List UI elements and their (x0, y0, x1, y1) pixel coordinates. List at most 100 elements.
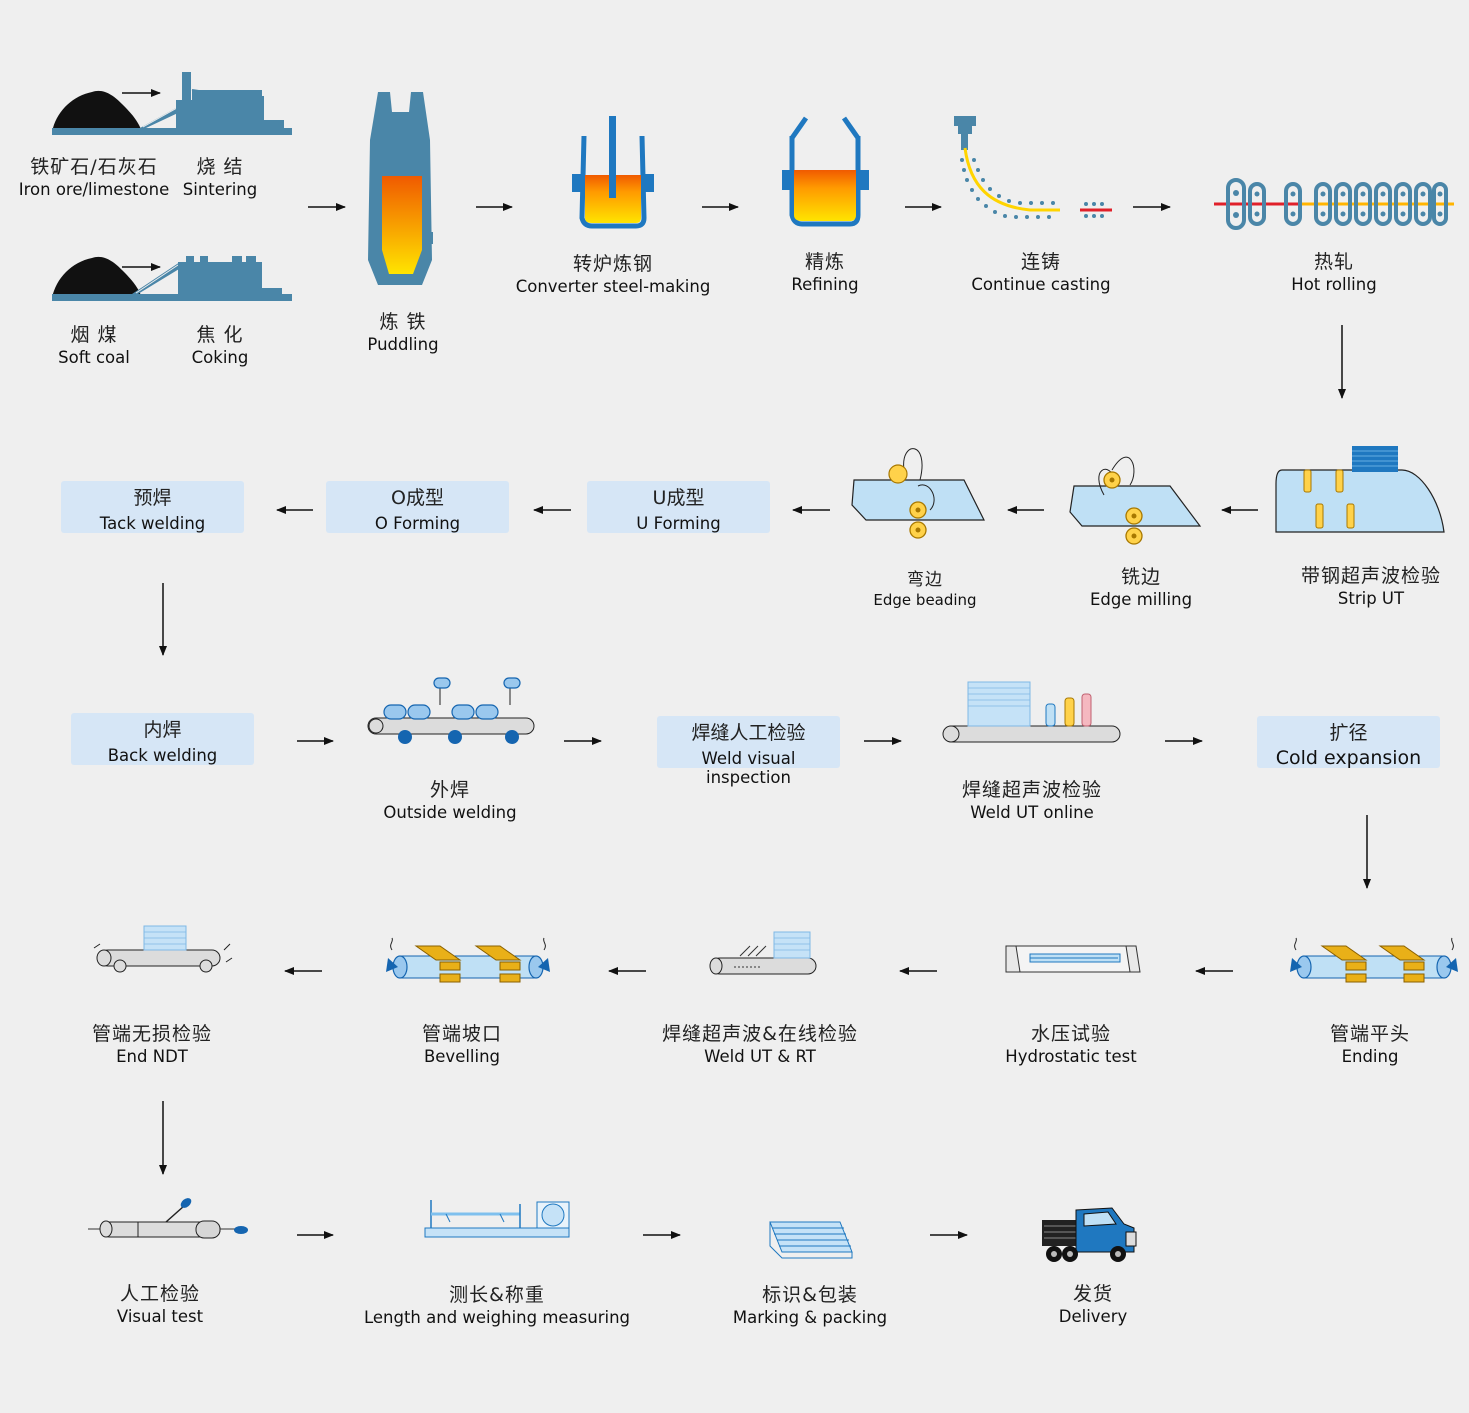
label-en: Visual test (116, 1306, 204, 1326)
label-en: Bevelling (423, 1046, 501, 1066)
label-en: Hydrostatic test (1005, 1046, 1137, 1066)
label-zh: 烧 结 (196, 156, 244, 178)
label-en: U Forming (636, 514, 721, 533)
label-hydrostatic: 水压试验 Hydrostatic test (996, 1023, 1146, 1067)
label-zh: 焊缝人工检验 (691, 722, 806, 744)
box-back-welding: 内焊 Back welding (71, 713, 254, 765)
label-edge-milling: 铣边 Edge milling (1081, 566, 1201, 610)
coal-pile-icon (52, 256, 161, 298)
rolling-mill-icon (1214, 178, 1454, 230)
scale-icon (424, 1200, 570, 1238)
label-en: Weld UT online (970, 802, 1094, 822)
label-en: Delivery (1058, 1306, 1128, 1326)
label-en: Soft coal (58, 347, 130, 367)
label-delivery: 发货 Delivery (1033, 1283, 1153, 1327)
box-u-forming: U成型 U Forming (587, 481, 770, 533)
label-en: Ending (1341, 1046, 1399, 1066)
label-en: Refining (791, 274, 859, 294)
hydro-test-icon (1005, 945, 1141, 973)
label-puddling: 炼 铁 Puddling (343, 311, 463, 355)
label-en: Converter steel-making (515, 276, 711, 296)
blast-furnace-icon (368, 92, 433, 285)
ore-pile-icon (52, 89, 161, 132)
label-zh: 管端无损检验 (91, 1023, 212, 1045)
label-en: Continue casting (971, 274, 1111, 294)
label-zh: O成型 (391, 487, 444, 509)
label-hot-rolling: 热轧 Hot rolling (1274, 251, 1394, 295)
label-zh: 转炉炼钢 (572, 253, 653, 275)
label-en: Hot rolling (1291, 274, 1377, 294)
converter-icon (572, 116, 654, 229)
label-en: Edge milling (1089, 589, 1193, 609)
sinter-plant-icon (52, 72, 292, 135)
label-refining: 精炼 Refining (765, 251, 885, 295)
label-ending: 管端平头 Ending (1310, 1023, 1430, 1067)
label-zh: 预焊 (133, 487, 172, 509)
outside-weld-icon (367, 677, 535, 744)
label-zh: 标识&包装 (762, 1284, 858, 1306)
edge-mill-icon (1069, 456, 1202, 545)
label-zh: U成型 (652, 487, 705, 509)
bevel-icon (386, 937, 550, 983)
label-zh: 发货 (1072, 1283, 1113, 1305)
label-zh: 扩径 (1329, 722, 1368, 744)
label-en: Tack welding (99, 514, 206, 533)
truck-icon (1042, 1207, 1137, 1262)
strip-ut-icon (1275, 446, 1445, 533)
label-en: Length and weighing measuring (363, 1307, 631, 1327)
box-o-forming: O成型 O Forming (326, 481, 509, 533)
coke-plant-icon (52, 256, 292, 301)
caster-icon (954, 116, 1112, 219)
label-en: Sintering (182, 179, 258, 199)
pipe-bundle-icon (769, 1221, 853, 1259)
label-zh: 管端坡口 (421, 1023, 502, 1045)
label-weld-ut-online: 焊缝超声波检验 Weld UT online (946, 779, 1118, 823)
edge-bead-icon (851, 448, 985, 539)
label-zh: 炼 铁 (379, 311, 427, 333)
label-bevelling: 管端坡口 Bevelling (402, 1023, 522, 1067)
weld-ut-icon (942, 681, 1121, 743)
label-zh: 热轧 (1313, 251, 1354, 273)
label-zh: 弯边 (907, 570, 943, 590)
label-outside-welding: 外焊 Outside welding (370, 779, 530, 823)
box-cold-expansion: 扩径 Cold expansion (1257, 716, 1440, 769)
label-zh: 焦 化 (196, 324, 244, 346)
label-zh: 铣边 (1120, 566, 1161, 588)
label-zh: 焊缝超声波检验 (961, 779, 1102, 801)
label-weld-ut-rt: 焊缝超声波&在线检验 Weld UT & RT (650, 1023, 870, 1067)
label-zh: 人工检验 (119, 1283, 200, 1305)
box-weld-visual: 焊缝人工检验 Weld visual inspection (657, 716, 840, 787)
label-en: Weld visual inspection (701, 749, 796, 787)
label-en: Marking & packing (732, 1307, 888, 1327)
end-ndt-icon (93, 925, 233, 973)
label-strip-ut: 带钢超声波检验 Strip UT (1286, 565, 1456, 609)
label-converter: 转炉炼钢 Converter steel-making (503, 253, 723, 297)
label-zh: 管端平头 (1329, 1023, 1410, 1045)
label-en: Strip UT (1337, 588, 1405, 608)
pipe-ending-icon (1290, 937, 1458, 983)
label-en: Edge beading (873, 591, 977, 610)
label-zh: 水压试验 (1030, 1023, 1111, 1045)
label-zh: 烟 煤 (70, 324, 118, 346)
label-edge-beading: 弯边 Edge beading (865, 570, 985, 610)
label-soft-coal: 烟 煤 Soft coal (44, 324, 144, 368)
label-zh: 精炼 (804, 251, 845, 273)
label-en: Outside welding (383, 802, 517, 822)
label-marking: 标识&包装 Marking & packing (720, 1284, 900, 1328)
label-length-weigh: 测长&称重 Length and weighing measuring (360, 1284, 634, 1328)
label-en: Iron ore/limestone (18, 179, 170, 199)
box-tack-welding: 预焊 Tack welding (61, 481, 244, 533)
visual-test-icon (88, 1198, 248, 1239)
label-en: Back welding (107, 746, 218, 765)
label-en: Puddling (367, 334, 439, 354)
label-en: End NDT (116, 1046, 188, 1066)
label-zh: 带钢超声波检验 (1300, 565, 1441, 587)
label-coking: 焦 化 Coking (170, 324, 270, 368)
label-zh: 焊缝超声波&在线检验 (662, 1023, 858, 1045)
label-zh: 铁矿石/石灰石 (30, 156, 158, 178)
label-en: Cold expansion (1275, 747, 1422, 769)
label-en: Weld UT & RT (704, 1046, 816, 1066)
label-zh: 外焊 (429, 779, 470, 801)
label-end-ndt: 管端无损检验 End NDT (77, 1023, 227, 1067)
ladle-icon (782, 116, 869, 227)
